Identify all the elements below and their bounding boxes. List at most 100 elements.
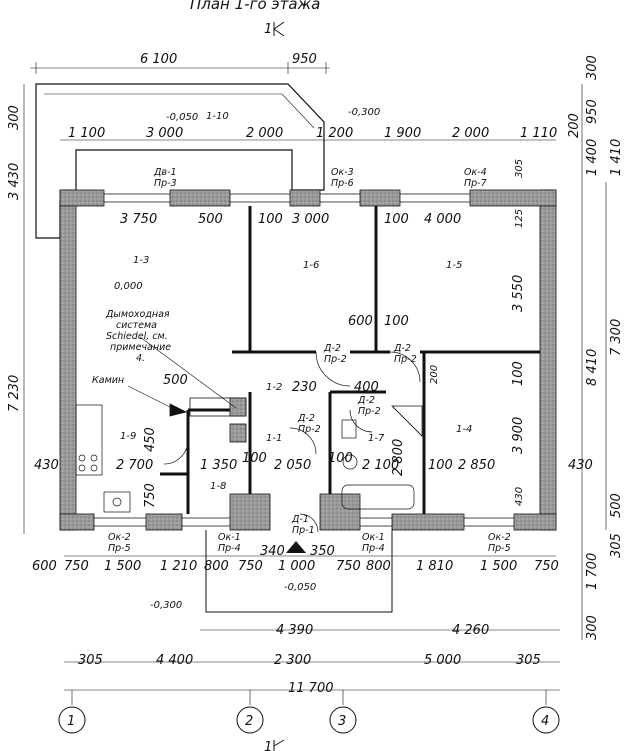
dimension-text: 6 100 [140, 52, 177, 67]
opening-label: Пр-2 [298, 424, 321, 435]
svg-text:1: 1 [264, 22, 272, 37]
dimension-text: 300 [585, 615, 600, 640]
dimension-text: 8 410 [585, 349, 600, 386]
dimension-text: 230 [292, 380, 317, 395]
dimension-text: 430 [514, 487, 525, 506]
opening-label: Дв-1 [153, 167, 177, 178]
opening-label: Ок-1 [362, 532, 385, 543]
door-swings [163, 351, 421, 533]
dimension-text: 3 550 [511, 275, 526, 312]
dimension-text: 2 700 [116, 458, 153, 473]
dimension-text: 4 400 [156, 653, 193, 668]
opening-label: Пр-2 [394, 354, 417, 365]
terrace-outline [35, 83, 325, 239]
dimension-text: 2 300 [274, 653, 311, 668]
room-number: 1-6 [303, 260, 319, 271]
opening-label: Пр-4 [362, 543, 385, 554]
window-openings [94, 193, 514, 527]
dimension-text: 750 [143, 483, 158, 508]
dimension-text: 305 [514, 159, 525, 178]
dimension-text: 100 [242, 451, 267, 466]
dimension-text: 125 [514, 209, 525, 228]
room-number: 1-8 [210, 481, 226, 492]
section-marker-top: 1 [264, 21, 285, 37]
opening-label: Ок-2 [108, 532, 131, 543]
opening-label: Ок-3 [331, 167, 354, 178]
exterior-walls [59, 189, 557, 531]
opening-label: Пр-5 [488, 543, 511, 554]
dimension-text: 2 000 [452, 126, 489, 141]
opening-label: Д-2 [357, 395, 375, 406]
dimension-text: 7 230 [7, 375, 22, 412]
room-number: 1-10 [206, 111, 229, 122]
dimension-text: 200 [567, 113, 582, 138]
dimension-text: 100 [384, 212, 409, 227]
chimney-note-line: Schiedel, см. [106, 331, 168, 342]
opening-label: Пр-6 [331, 178, 354, 189]
dimension-text: 1 200 [316, 126, 353, 141]
dimension-text: 500 [163, 373, 188, 388]
dimension-text: 4 260 [452, 623, 489, 638]
opening-label: Д-2 [297, 413, 315, 424]
chimney-note-line: система [116, 320, 157, 331]
level-mark: 0,000 [114, 281, 143, 292]
axis-label-3: 3 [338, 714, 346, 729]
terrace-inner-outline [44, 93, 315, 129]
opening-label: Пр-2 [358, 406, 381, 417]
room-number: 1-4 [456, 424, 472, 435]
dimension-text: 300 [585, 55, 600, 80]
chimney-note-line: 4. [136, 353, 145, 364]
dimension-text: 100 [328, 451, 353, 466]
opening-label: Д-1 [291, 514, 309, 525]
dimension-text: 750 [238, 559, 263, 574]
opening-label: Пр-1 [292, 525, 315, 536]
opening-label: Пр-4 [218, 543, 241, 554]
dimension-text: 750 [336, 559, 361, 574]
level-mark: -0,050 [166, 112, 198, 123]
axis-label-2: 2 [245, 714, 253, 729]
dimension-text: 11 700 [288, 681, 334, 696]
entrance-arrow [286, 541, 306, 553]
opening-label: Пр-5 [108, 543, 131, 554]
dimension-text: 750 [534, 559, 559, 574]
bathroom-fixtures [341, 405, 423, 510]
dimension-text: 3 900 [511, 417, 526, 454]
room-number: 1-5 [446, 260, 462, 271]
level-mark: -0,300 [348, 107, 380, 118]
chimney-note-line: примечание [110, 342, 171, 353]
dimension-text: 3 000 [292, 212, 329, 227]
dimension-text: 2 850 [458, 458, 495, 473]
dimension-text: 305 [516, 653, 541, 668]
dimension-text: 350 [310, 544, 335, 559]
dimension-text: 2 800 [391, 439, 406, 476]
axis-label-4: 4 [541, 714, 549, 729]
dimension-text: 7 300 [609, 319, 624, 356]
dimension-text: 750 [64, 559, 89, 574]
opening-label: Ок-2 [488, 532, 511, 543]
dimension-text: 4 390 [276, 623, 313, 638]
level-mark: -0,300 [150, 600, 182, 611]
dimension-text: 450 [143, 427, 158, 452]
dimension-text: 1 700 [585, 553, 600, 590]
room-number: 1-7 [368, 433, 385, 444]
dimension-text: 100 [428, 458, 453, 473]
dimension-text: 1 110 [520, 126, 557, 141]
dimension-text: 1 100 [68, 126, 105, 141]
dimension-text: 950 [585, 99, 600, 124]
dimension-text: 1 350 [200, 458, 237, 473]
dimension-text: 305 [609, 533, 624, 558]
opening-label: Пр-3 [154, 178, 177, 189]
dimension-text: 100 [258, 212, 283, 227]
dimension-text: 500 [609, 493, 624, 518]
chimney-note-line: Дымоходная [105, 309, 170, 320]
dimension-text: 800 [204, 559, 229, 574]
room-number: 1-2 [266, 382, 282, 393]
dimension-text: 2 000 [246, 126, 283, 141]
svg-text:1: 1 [264, 740, 272, 751]
interior-walls [160, 206, 540, 514]
plan-title: План 1-го этажа [190, 0, 320, 13]
dimension-text: 600 [32, 559, 57, 574]
room-number: 1-9 [120, 431, 136, 442]
dimension-text: 5 000 [424, 653, 461, 668]
opening-label: Пр-7 [464, 178, 487, 189]
